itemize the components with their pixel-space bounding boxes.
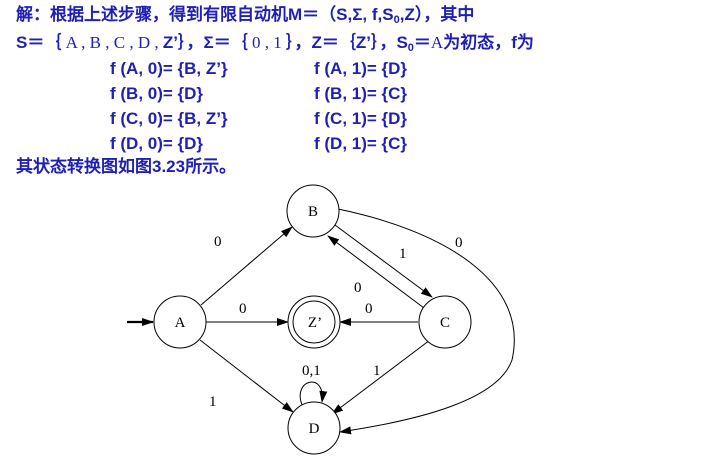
- set-s-open: S＝｛: [16, 33, 62, 52]
- s0-subscript: 0: [407, 42, 414, 54]
- edge-a-z-label: 0: [239, 301, 247, 317]
- edge-d-loop-label: 0,1: [302, 363, 321, 379]
- transition-b1: f (B, 1)= {C}: [314, 84, 408, 103]
- state-z: [287, 295, 341, 349]
- state-d-label: D: [309, 421, 320, 437]
- edge-c-z-label: 0: [365, 301, 373, 317]
- edge-a-b-label: 0: [214, 234, 222, 250]
- intro-line-1-subscript: 0: [393, 14, 400, 26]
- set-z-and-s0: ｝，Z＝｛Z’｝，S: [285, 33, 408, 52]
- edge-b-c: [334, 224, 433, 298]
- edge-a-d-label: 1: [209, 394, 217, 410]
- state-d: [287, 401, 341, 455]
- state-c: [418, 295, 472, 349]
- set-s-members: A , B , C , D ,: [61, 33, 163, 52]
- edge-a-d: [199, 339, 294, 413]
- set-s-close-sigma-open: Z’｝，Σ＝｛: [162, 33, 248, 52]
- s0-value: A: [430, 33, 444, 52]
- intro-line-1-end: ,Z），其中: [399, 5, 475, 24]
- s0-equals: ＝: [413, 33, 431, 52]
- figure-caption: 其状态转换图如图3.23所示。: [16, 157, 237, 176]
- state-a: [153, 295, 207, 349]
- state-a-label: A: [175, 315, 186, 331]
- state-c-label: C: [440, 315, 450, 331]
- state-b: [286, 184, 340, 238]
- transition-b0: f (B, 0)= {D}: [110, 84, 204, 103]
- state-z-label: Z’: [308, 315, 322, 331]
- transition-c0: f (C, 0)= {B, Z’}: [110, 109, 228, 128]
- edge-c-d-label: 1: [373, 363, 381, 379]
- edge-b-d-label: 0: [455, 235, 463, 251]
- edge-d-loop: [299, 381, 328, 408]
- edge-b-d: [337, 208, 515, 435]
- state-z-inner-ring: [292, 300, 336, 344]
- edge-c-d: [331, 339, 431, 415]
- intro-line-2-end: 为初态，f为: [443, 33, 534, 52]
- transition-a1: f (A, 1)= {D}: [314, 59, 408, 78]
- intro-line-1-main: 解：根据上述步骤，得到有限自动机M＝（S,Σ, f,S: [16, 5, 394, 24]
- set-sigma-members: 0 , 1: [247, 33, 286, 52]
- transition-d1: f (D, 1)= {C}: [314, 134, 408, 153]
- edge-a-b: [200, 226, 293, 306]
- edge-c-b-label: 0: [354, 280, 362, 296]
- intro-line-1: 解：根据上述步骤，得到有限自动机M＝（S,Σ, f,S0,Z），其中: [16, 4, 474, 26]
- intro-line-2: S＝｛ A , B , C , D , Z’｝，Σ＝｛ 0 , 1 ｝，Z＝｛Z…: [16, 32, 534, 54]
- state-b-label: B: [308, 204, 318, 220]
- transition-a0: f (A, 0)= {B, Z’}: [110, 59, 228, 78]
- edge-b-c-label: 1: [399, 246, 407, 262]
- transition-d0: f (D, 0)= {D}: [110, 134, 204, 153]
- transition-c1: f (C, 1)= {D}: [314, 109, 408, 128]
- edge-c-b: [327, 235, 425, 309]
